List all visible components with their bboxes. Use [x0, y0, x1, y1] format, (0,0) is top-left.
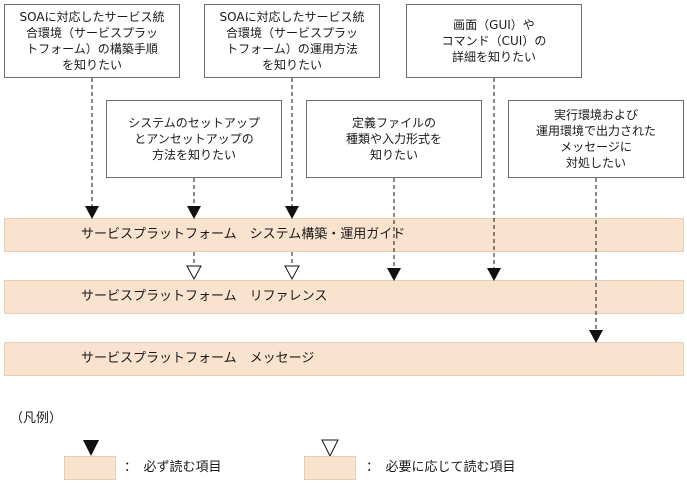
manual-ref-label: サービスプラットフォーム リファレンス — [81, 289, 328, 304]
legend-optional-swatch — [304, 456, 356, 480]
need-setup-box: システムのセットアップ とアンセットアップの 方法を知りたい — [106, 100, 282, 178]
legend-required-text: ： 必ず読む項目 — [124, 460, 222, 475]
required-arrowhead — [285, 206, 299, 219]
legend-required-swatch — [64, 456, 116, 480]
need-operate-box: SOAに対応したサービス統 合環境（サービスプラッ トフォーム）の運用方法 を知… — [204, 4, 380, 78]
legend-optional-marker — [321, 439, 339, 458]
optional-arrowhead — [284, 265, 300, 281]
manual-message-bar: サービスプラットフォーム メッセージ — [4, 342, 684, 376]
manual-guide-bar: サービスプラットフォーム システム構築・運用ガイド — [4, 218, 684, 252]
manual-ref-bar: サービスプラットフォーム リファレンス — [4, 280, 684, 314]
legend-required-marker — [83, 440, 99, 456]
optional-arrowhead — [186, 265, 202, 281]
manual-message-label: サービスプラットフォーム メッセージ — [81, 351, 315, 366]
required-arrowhead — [487, 268, 501, 281]
legend-optional-text: ： 必要に応じて読む項目 — [366, 460, 516, 475]
required-arrowhead — [589, 330, 603, 343]
manual-guide-label: サービスプラットフォーム システム構築・運用ガイド — [81, 227, 406, 242]
required-arrowhead — [187, 206, 201, 219]
need-gui-box: 画面（GUI）や コマンド（CUI）の 詳細を知りたい — [406, 4, 582, 78]
need-build-box: SOAに対応したサービス統 合環境（サービスプラッ トフォーム）の構築手順 を知… — [4, 4, 180, 78]
required-arrowhead — [85, 206, 99, 219]
need-def-box: 定義ファイルの 種類や入力形式を 知りたい — [306, 100, 482, 178]
legend-title: （凡例） — [10, 411, 63, 426]
need-msg-box: 実行環境および 運用環境で出力された メッセージに 対処したい — [508, 100, 684, 178]
required-arrowhead — [387, 268, 401, 281]
